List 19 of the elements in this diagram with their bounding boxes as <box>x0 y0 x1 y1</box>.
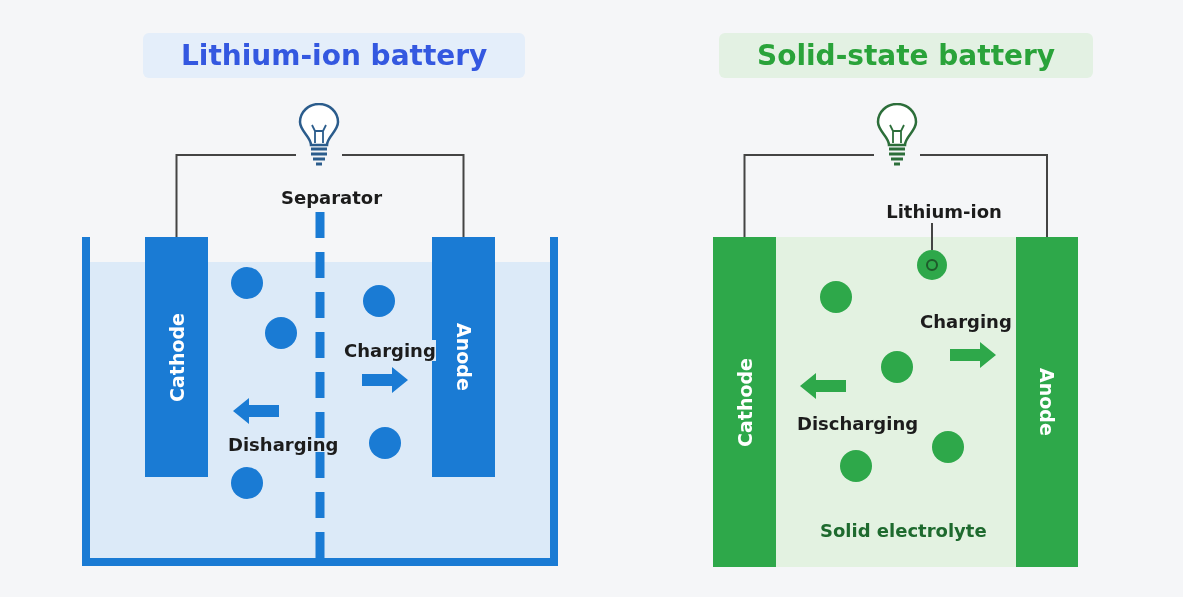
electrode-bar: Cathode <box>145 237 208 477</box>
electrode-bar: Cathode <box>713 237 776 567</box>
light-bulb-icon <box>296 103 342 167</box>
panel-title: Solid-state battery <box>719 33 1094 78</box>
wire <box>341 154 465 238</box>
direction-label: Discharging <box>797 413 919 434</box>
light-bulb-icon <box>874 103 920 167</box>
electrode-bar: Anode <box>1016 237 1078 567</box>
callout-text: Lithium-ion <box>885 199 1003 223</box>
wire <box>743 154 875 238</box>
layer-label: Solid electrolyte <box>820 520 987 541</box>
direction-label: Charging <box>344 340 436 361</box>
wire <box>175 154 297 238</box>
panel-title: Lithium-ion battery <box>143 33 526 78</box>
leader-line <box>931 222 933 251</box>
wire <box>919 154 1048 238</box>
separator-label: Separator <box>281 187 383 208</box>
direction-label: Charging <box>920 311 1012 332</box>
direction-label: Disharging <box>228 434 339 455</box>
